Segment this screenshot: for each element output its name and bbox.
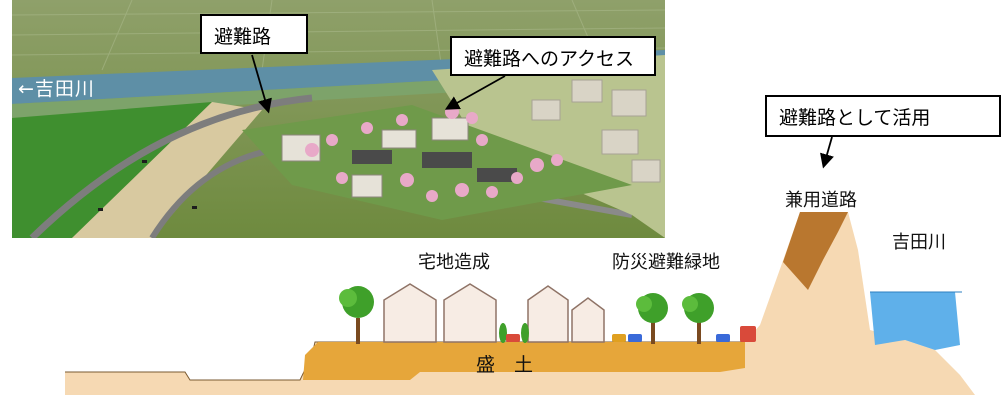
fill-soil [65,212,975,395]
car [612,334,626,342]
disaster-green-space-label: 防災避難緑地 [612,252,720,273]
embankment-label: 盛 土 [476,354,534,376]
route-access-callout: 避難路へのアクセス [450,36,656,76]
embankment [303,342,745,380]
house [527,285,569,343]
use-as-route-callout: 避難路として活用 [765,95,1001,137]
house [443,283,497,343]
yoshida-river-photo-label: ←吉田川 [18,78,95,100]
access-arrow [444,75,506,110]
tree [339,286,374,344]
car [716,334,730,342]
car [628,334,642,342]
house [383,283,437,343]
house [571,297,605,343]
river-water [870,292,960,350]
route-arrow [251,54,272,114]
levee-road [783,212,848,290]
use-arrow [820,136,834,169]
evacuation-route-callout: 避難路 [200,14,308,54]
car [506,334,520,342]
shrub [521,323,529,343]
dual-use-road-label: 兼用道路 [785,190,857,211]
residential-development-label: 宅地造成 [418,252,490,273]
yoshida-river-label: 吉田川 [892,232,946,253]
shrub [499,323,507,343]
car [740,326,756,342]
